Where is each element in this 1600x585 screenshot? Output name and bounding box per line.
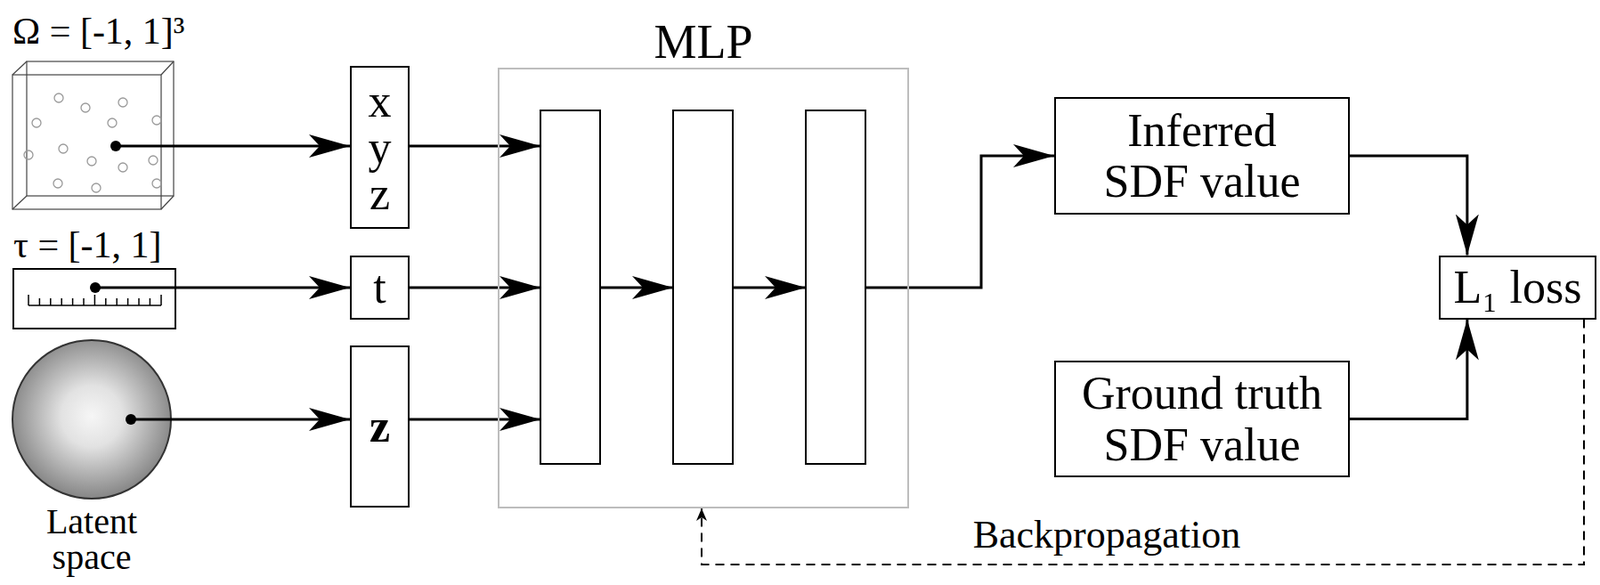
labeled-figure: Ω = [-1, 1]³ — [12, 61, 174, 210]
process-box: x y z — [349, 65, 410, 229]
flow-arrow — [173, 145, 350, 148]
flow-arrow — [865, 155, 1055, 288]
sample-point — [148, 155, 158, 165]
labeled-figure: MLP — [497, 67, 910, 509]
box-label: x y z — [368, 78, 392, 218]
process-box: t — [349, 255, 410, 320]
latent-sphere — [12, 340, 171, 499]
sample-point — [54, 93, 64, 103]
box-label: L₁ loss — [1453, 261, 1583, 313]
process-box: Inferred SDF value — [1054, 97, 1350, 215]
mlp-layer — [540, 110, 601, 464]
sample-point — [118, 97, 128, 107]
figure-label: Latent space — [46, 503, 138, 576]
sample-point — [107, 118, 117, 128]
cube-front-face — [12, 74, 162, 210]
sample-point — [53, 178, 63, 188]
box-label: Inferred SDF value — [1095, 105, 1308, 207]
sample-points — [24, 93, 162, 193]
cube-back-face — [26, 61, 174, 196]
figure-label: τ = [-1, 1] — [13, 224, 163, 266]
sample-point — [152, 115, 162, 125]
figure-label: Ω = [-1, 1]³ — [12, 10, 185, 52]
sample-point — [91, 183, 101, 193]
selected-point — [110, 140, 122, 152]
flow-arrow — [409, 286, 541, 290]
box-label: t — [373, 261, 386, 313]
flow-arrow — [1349, 319, 1468, 420]
sample-point — [58, 144, 68, 154]
layer-arrow — [600, 286, 674, 290]
labeled-figure: Latent space — [12, 340, 171, 499]
edge-label: Backpropagation — [969, 513, 1245, 557]
flow-arrow — [175, 286, 350, 290]
sample-lead-line — [115, 145, 174, 148]
box-label: Ground truth SDF value — [1074, 367, 1330, 470]
selected-time — [89, 282, 101, 293]
cube-edge — [161, 195, 174, 210]
mlp-layer — [673, 110, 733, 464]
process-box: z — [349, 345, 410, 508]
flow-arrow — [409, 145, 541, 148]
ruler-frame — [13, 268, 176, 329]
mlp-layer — [805, 110, 866, 464]
latent-lead-line — [130, 418, 171, 422]
process-box: Ground truth SDF value — [1054, 360, 1350, 478]
flow-arrow — [409, 418, 541, 422]
ruler-ticks — [28, 294, 162, 306]
cube-edge — [161, 61, 174, 75]
cube-edge — [12, 61, 27, 75]
flow-arrow — [1349, 155, 1468, 256]
sample-point — [87, 156, 97, 166]
feedback-arrow — [701, 319, 1584, 566]
cube-illustration — [12, 61, 174, 210]
sample-point — [81, 103, 90, 113]
flow-arrow — [170, 418, 350, 422]
sample-point — [32, 118, 41, 128]
sample-point — [24, 150, 33, 160]
sample-point — [152, 178, 162, 188]
process-box: L₁ loss — [1438, 255, 1597, 320]
layer-arrow — [732, 286, 806, 290]
sample-point — [118, 162, 128, 172]
time-lead-line — [95, 286, 176, 290]
mlp-layers — [540, 110, 866, 464]
figure-label: MLP — [653, 16, 753, 69]
ruler-illustration — [13, 268, 176, 329]
cube-edge — [12, 195, 27, 210]
box-label: z — [369, 400, 390, 452]
labeled-figure: τ = [-1, 1] — [13, 268, 176, 329]
latent-code-point — [125, 414, 137, 425]
